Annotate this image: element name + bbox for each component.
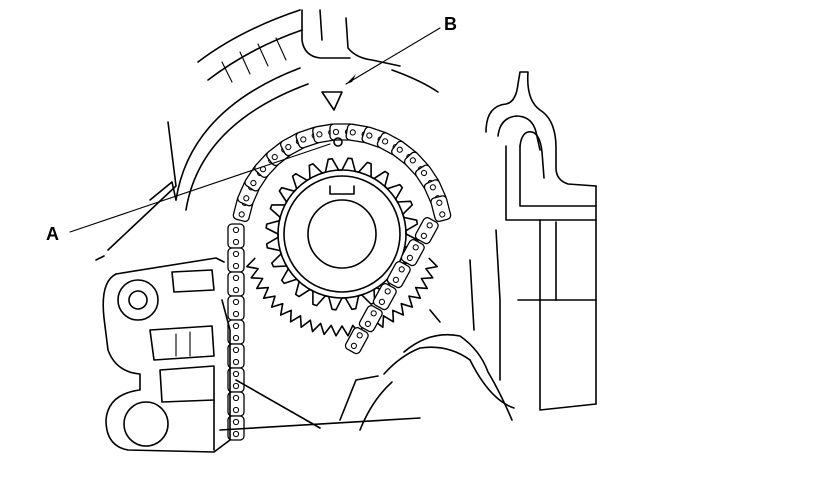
tensioner-hand	[359, 309, 515, 431]
oil-pump-drive-gear	[246, 257, 438, 337]
chain-link	[430, 195, 452, 222]
callout-b-label: B	[444, 14, 457, 34]
timing-mark-dot	[333, 137, 343, 147]
chain-link	[227, 295, 245, 321]
crankshaft-sprocket	[265, 157, 419, 311]
timing-chain	[227, 123, 452, 441]
chain-link	[227, 271, 245, 297]
callout-b: B	[345, 14, 457, 85]
chain-link	[227, 223, 245, 249]
chain-link	[414, 217, 439, 245]
chain-link	[386, 261, 411, 289]
callout-a: A	[46, 143, 331, 244]
chain-link	[227, 415, 245, 441]
engine-housing	[95, 9, 439, 261]
chain-link	[400, 239, 425, 267]
chain-link	[372, 283, 397, 311]
callout-a-label: A	[46, 224, 59, 244]
timing-mark-pointer	[321, 91, 343, 111]
chain-link	[227, 247, 245, 273]
chain-link	[227, 343, 245, 369]
cylinder-block-right	[469, 71, 597, 411]
oil-pump-housing	[102, 257, 231, 453]
chain-link	[358, 305, 383, 333]
chain-link	[344, 327, 369, 355]
chain-guide	[219, 299, 421, 441]
